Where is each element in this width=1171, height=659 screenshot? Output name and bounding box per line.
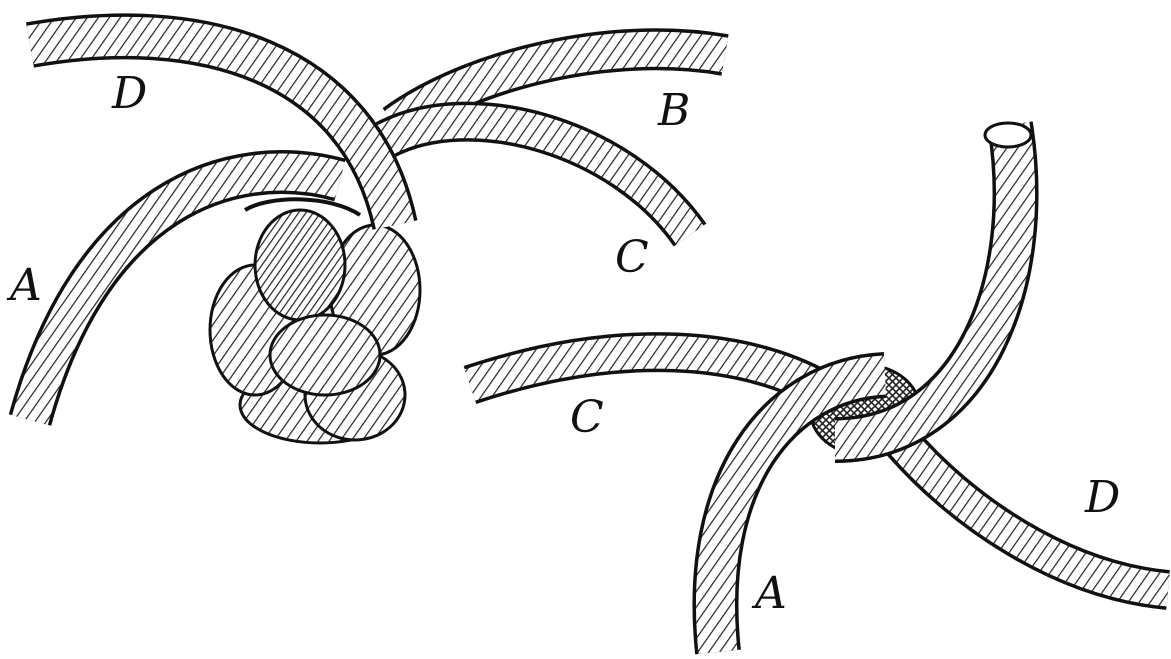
label-c-left: C	[615, 232, 649, 283]
label-a-right: A	[751, 568, 787, 619]
label-b-left: B	[657, 85, 690, 136]
label-a-left: A	[6, 260, 42, 311]
left-knot-braided-body	[210, 199, 420, 443]
label-d-right: D	[1084, 472, 1120, 523]
label-d-left: D	[111, 68, 147, 119]
right-knot: C D A	[470, 123, 1168, 652]
label-c-right: C	[570, 392, 604, 443]
left-knot: D B C A	[6, 36, 725, 443]
